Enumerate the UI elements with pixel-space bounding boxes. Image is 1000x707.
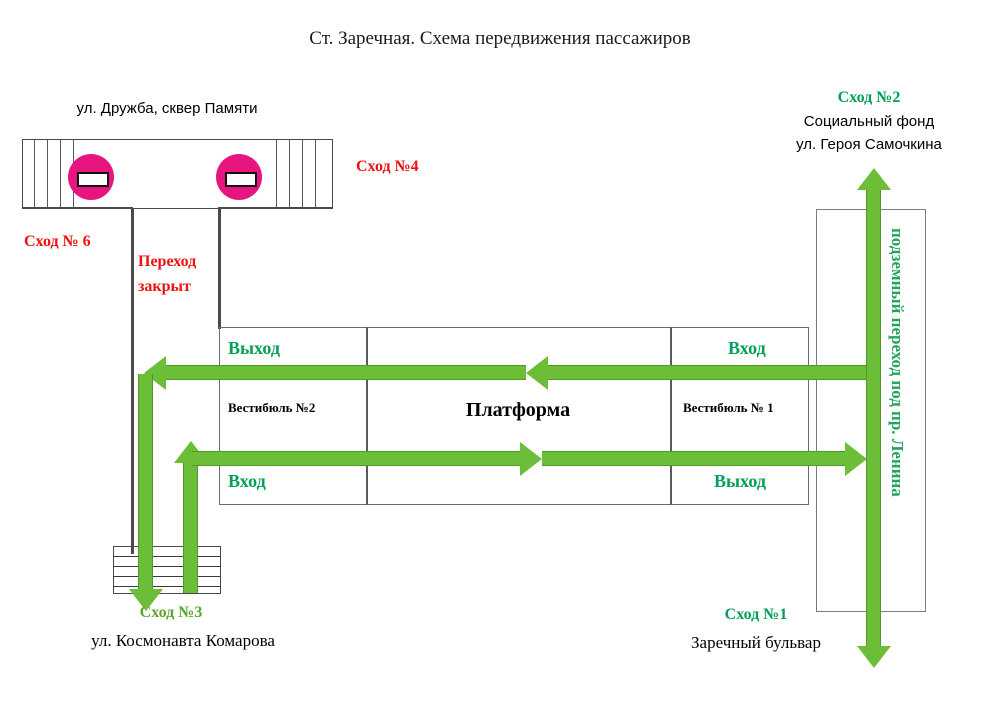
corridor-floor-left	[22, 207, 133, 210]
divider-platform-vestibule1	[670, 327, 672, 505]
flow-entrance-bottom-bar-left	[192, 451, 522, 466]
flow-entrance-top-arrowhead	[526, 355, 548, 390]
flow-label-bottom-left-entrance: Вход	[228, 471, 266, 491]
closed-passage-wall-left	[131, 209, 134, 554]
exit4-label: Сход №4	[356, 158, 419, 175]
exit3-stairs-box	[113, 546, 221, 594]
exit2-place-line2: ул. Героя Самочкина	[796, 136, 942, 153]
passage-closed-label-line2: закрыт	[138, 278, 191, 295]
flow-label-top-right-entrance: Вход	[728, 338, 766, 358]
street-label-druzhba: ул. Дружба, сквер Памяти	[76, 100, 258, 117]
underpass-trunk-arrowhead-up	[856, 168, 891, 190]
flow-exit-top-bar-left	[166, 365, 526, 380]
stairs-exit4	[270, 140, 332, 208]
flow-entrance-left-vertical-bar	[183, 463, 198, 593]
vestibule1-label: Вестибюль № 1	[683, 400, 774, 415]
exit1-place: Заречный бульвар	[691, 633, 821, 652]
passage-closed-label-line1: Переход	[138, 253, 197, 270]
flow-exit-bottom-bar-right	[542, 451, 847, 466]
flow-exit-left-arrowhead-down	[128, 589, 163, 611]
corridor-floor-right	[218, 207, 333, 210]
exit3-place: ул. Космонавта Комарова	[91, 631, 275, 650]
exit6-label: Сход № 6	[24, 233, 91, 250]
top-corridor-box	[22, 139, 333, 209]
vestibule2-label: Вестибюль №2	[228, 400, 316, 415]
stairs-exit3	[114, 547, 220, 593]
flow-entrance-top-bar-right	[548, 365, 866, 380]
flow-entrance-bottom-arrowhead-right	[520, 441, 542, 476]
closed-passage-wall-right	[218, 209, 221, 329]
no-entry-sign	[68, 154, 114, 200]
flow-label-bottom-right-exit: Выход	[714, 471, 766, 491]
underpass-trunk-bar	[866, 190, 881, 650]
flow-label-top-left-exit: Выход	[228, 338, 280, 358]
platform-label: Платформа	[465, 399, 571, 421]
underpass-trunk-arrowhead-down	[856, 646, 891, 668]
flow-exit-left-vertical-bar	[138, 374, 153, 593]
divider-vestibule2-platform	[366, 327, 368, 505]
station-body-box	[219, 327, 809, 505]
underpass-label: подземный переход под пр. Ленина	[888, 228, 907, 497]
no-entry-sign	[216, 154, 262, 200]
exit2-place-line1: Социальный фонд	[803, 113, 935, 130]
exit2-label: Сход №2	[837, 89, 901, 106]
exit1-label: Сход №1	[724, 606, 788, 623]
page-title: Ст. Заречная. Схема передвижения пассажи…	[309, 28, 691, 49]
flow-exit-bottom-arrowhead-right	[845, 441, 867, 476]
